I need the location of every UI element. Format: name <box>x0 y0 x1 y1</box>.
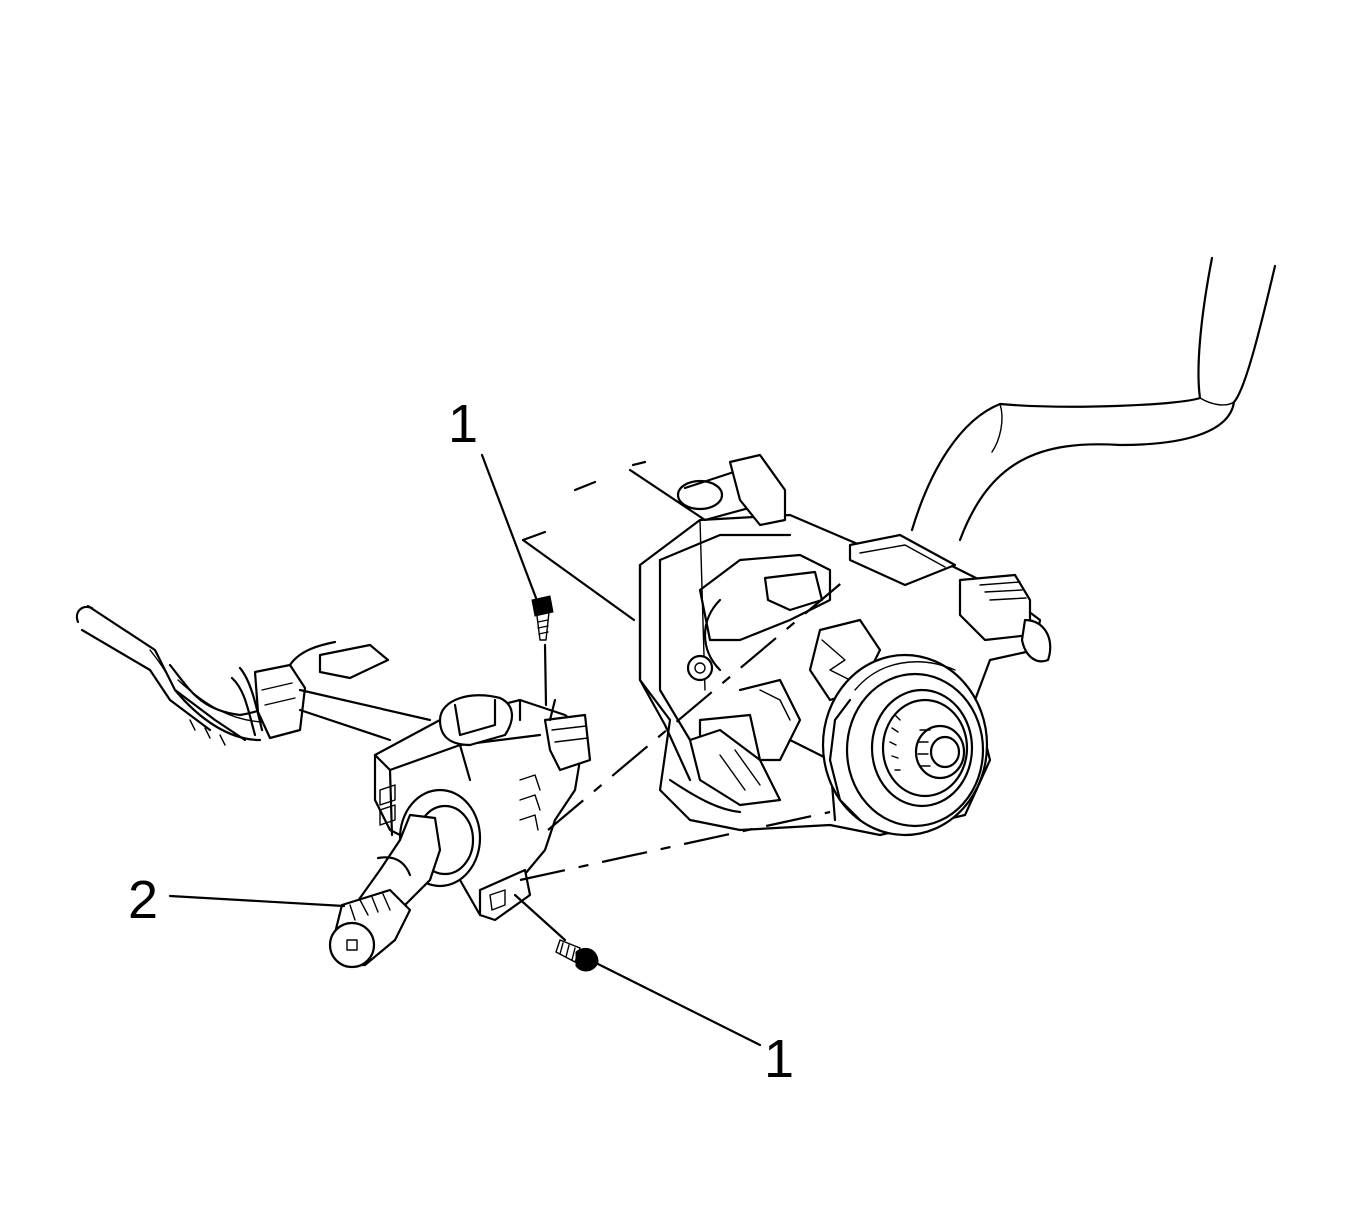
callout-label-1-top: 1 <box>448 394 478 454</box>
callout-label-2: 2 <box>128 870 158 930</box>
multifunction-switch <box>75 604 592 969</box>
callout-1-bottom: 1 <box>592 960 794 1089</box>
lower-screw <box>555 939 599 972</box>
upper-screw <box>531 595 554 641</box>
alignment-lines <box>513 579 846 942</box>
callout-2: 2 <box>128 870 346 930</box>
callout-label-1-bottom: 1 <box>764 1029 794 1089</box>
callout-1-top: 1 <box>448 394 538 600</box>
steering-column-assembly <box>521 256 1277 837</box>
